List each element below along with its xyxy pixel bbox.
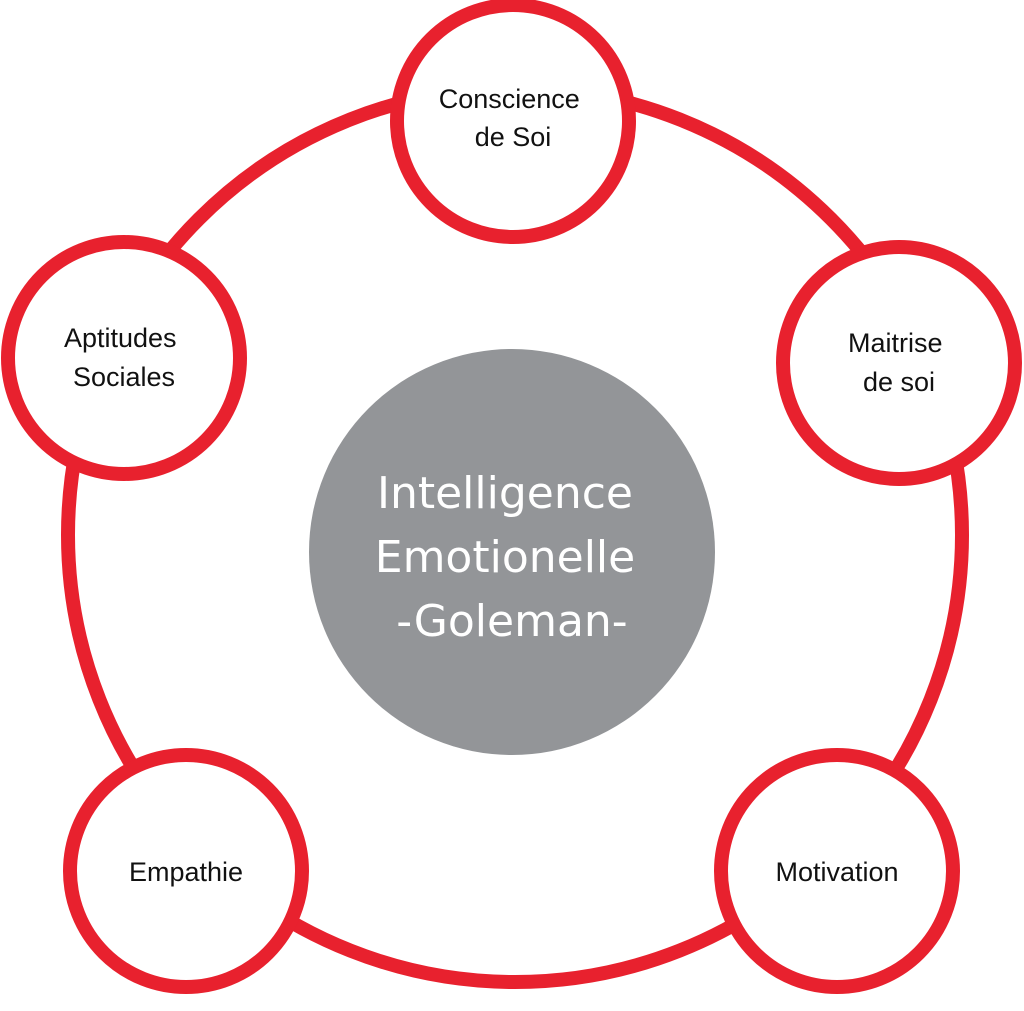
center-title: Intelligence Emotionelle -Goleman- (375, 468, 649, 647)
node-label-line-1: Motivation (775, 857, 898, 887)
center-title-line-2: Emotionelle (375, 532, 635, 583)
node-label-line-2: de soi (863, 367, 935, 397)
node-label: Maitrise de soi (848, 328, 950, 397)
node-circle (1, 235, 247, 481)
node-label-line-2: Sociales (73, 362, 175, 392)
node-label: Motivation (775, 857, 898, 887)
node-label: Empathie (129, 857, 243, 887)
node-empathie: Empathie (63, 748, 309, 994)
node-circle (63, 748, 309, 994)
node-label-line-1: Maitrise (848, 328, 943, 358)
node-label-line-1: Empathie (129, 857, 243, 887)
center-title-line-3: -Goleman- (396, 596, 627, 647)
node-label: Conscience de Soi (439, 84, 588, 152)
node-maitrise-de-soi: Maitrise de soi (776, 240, 1022, 486)
center-title-line-1: Intelligence (377, 468, 633, 519)
center-circle (309, 349, 715, 755)
node-aptitudes-sociales: Aptitudes Sociales (1, 235, 247, 481)
node-motivation: Motivation (714, 748, 960, 994)
node-circle (776, 240, 1022, 486)
node-conscience-de-soi: Conscience de Soi (390, 0, 636, 244)
node-label-line-1: Conscience (439, 84, 580, 114)
node-circle (714, 748, 960, 994)
node-circle (390, 0, 636, 244)
node-label: Aptitudes Sociales (64, 323, 184, 392)
node-label-line-2: de Soi (475, 122, 552, 152)
node-label-line-1: Aptitudes (64, 323, 177, 353)
